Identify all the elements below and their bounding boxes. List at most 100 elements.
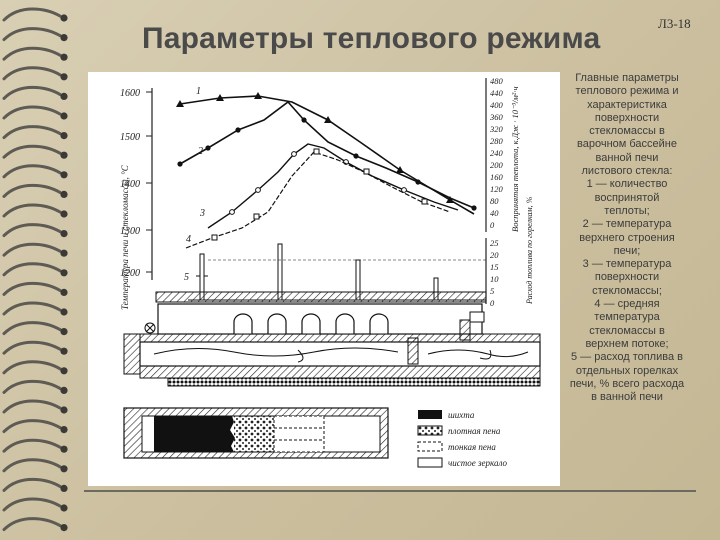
caption-line: отдельных горелках [575, 364, 679, 377]
diagram-svg: 1600 1500 1400 1300 1200 Температура печ… [120, 76, 541, 468]
curve-1 [176, 92, 475, 215]
right-tick: 360 [489, 112, 504, 122]
footer-rule [84, 490, 696, 492]
spiral-binding [2, 7, 68, 532]
right-tick: 320 [489, 124, 504, 134]
slide-code: Л3-18 [658, 16, 691, 31]
spiral-hole [60, 406, 68, 414]
spiral-ring [2, 517, 62, 532]
right-tick: 240 [490, 148, 504, 158]
right-tick: 40 [490, 208, 499, 218]
left-axis-label: Температура печи и стекломассы, °С [120, 164, 130, 310]
spiral-ring [2, 66, 62, 81]
curve-number-3: 3 [199, 208, 205, 219]
spiral-hole [60, 151, 68, 159]
caption-line: печи, % всего расхода [569, 377, 685, 390]
spiral-ring [2, 321, 62, 336]
spiral-hole [60, 112, 68, 120]
fuel-tick: 5 [490, 286, 494, 296]
caption-line: стекломассы; [592, 284, 662, 297]
spiral-ring [2, 399, 62, 414]
curve-number-1: 1 [196, 86, 201, 97]
spiral-ring [2, 27, 62, 42]
caption-line: варочном бассейне [577, 138, 677, 151]
fuel-axis-label: Расход топлива по горелкам, % [525, 196, 534, 305]
spiral-ring [2, 125, 62, 140]
spiral-hole [60, 92, 68, 100]
right-axis: 480 440 400 360 320 280 240 200 160 120 … [485, 76, 534, 308]
spiral-ring [2, 262, 62, 277]
fuel-tick: 25 [490, 238, 499, 248]
spiral-hole [60, 34, 68, 42]
spiral-ring [2, 438, 62, 453]
spiral-ring [2, 380, 62, 394]
spiral-ring [2, 184, 62, 198]
right-tick: 440 [490, 88, 504, 98]
caption-line: поверхности [594, 271, 660, 284]
caption-line: 3 — температура [582, 258, 672, 271]
right-tick: 400 [490, 100, 504, 110]
spiral-hole [60, 53, 68, 61]
right-tick: 80 [490, 196, 499, 206]
curve-number-4: 4 [186, 234, 191, 245]
caption-line: Главные параметры [575, 72, 679, 84]
right-tick: 480 [490, 76, 504, 86]
spiral-ring [2, 144, 62, 159]
spiral-hole [60, 288, 68, 296]
spiral-hole [60, 210, 68, 218]
curve-number-2: 2 [198, 146, 203, 157]
spiral-ring [2, 46, 62, 61]
left-tick: 1400 [120, 179, 140, 190]
caption-line: воспринятой [594, 191, 660, 204]
spiral-hole [60, 484, 68, 492]
spiral-ring [2, 105, 62, 120]
spiral-hole [60, 190, 68, 198]
spiral-hole [60, 426, 68, 434]
caption-line: 4 — средняя [594, 298, 660, 311]
curve-number-5: 5 [184, 272, 189, 283]
caption-line: теплоты; [604, 204, 650, 217]
caption-line: 5 — расход топлива в [571, 351, 683, 364]
spiral-ring [2, 497, 62, 512]
spiral-ring [2, 242, 62, 257]
curve-2 [177, 100, 477, 211]
spiral-hole [60, 308, 68, 316]
spiral-hole [60, 504, 68, 512]
spiral-hole [60, 73, 68, 81]
spiral-hole [60, 230, 68, 238]
right-tick: 160 [490, 172, 504, 182]
right-axis-label: Воспринятая теплота, к.Дж · 10⁻³/м²·ч [510, 86, 520, 232]
left-axis: 1600 1500 1400 1300 1200 Температура печ… [120, 88, 153, 310]
fuel-tick: 15 [490, 262, 499, 272]
figure: 1600 1500 1400 1300 1200 Температура печ… [88, 72, 560, 486]
spiral-hole [60, 347, 68, 355]
spiral-hole [60, 269, 68, 277]
spiral-ring [2, 340, 62, 355]
spiral-hole [60, 465, 68, 473]
curve-4 [185, 148, 451, 249]
spiral-ring [2, 86, 62, 100]
caption-line: температура [594, 311, 660, 324]
legend: шихта плотная пена тонкая пена чистое зе… [417, 410, 508, 468]
right-tick: 200 [490, 160, 504, 170]
legend-label: тонкая пена [448, 442, 496, 452]
spiral-ring [2, 458, 62, 473]
slide-title: Параметры теплового режима [142, 22, 601, 55]
spiral-ring [2, 164, 62, 179]
caption-line: 1 — количество [586, 178, 668, 191]
left-tick: 1200 [120, 268, 140, 279]
figure-caption: Главные параметры теплового режима и хар… [560, 72, 694, 404]
spiral-hole [60, 386, 68, 394]
caption-line: поверхности [594, 111, 660, 124]
spiral-hole [60, 524, 68, 532]
caption-line: теплового режима и [575, 85, 679, 98]
caption-line: в ванной печи [591, 391, 663, 404]
spiral-ring [2, 282, 62, 296]
left-tick: 1300 [120, 226, 140, 237]
spiral-hole [60, 14, 68, 22]
spiral-hole [60, 445, 68, 453]
caption-line: верхнем потоке; [585, 337, 669, 350]
spiral-ring [2, 419, 62, 434]
foam-map [123, 407, 389, 459]
